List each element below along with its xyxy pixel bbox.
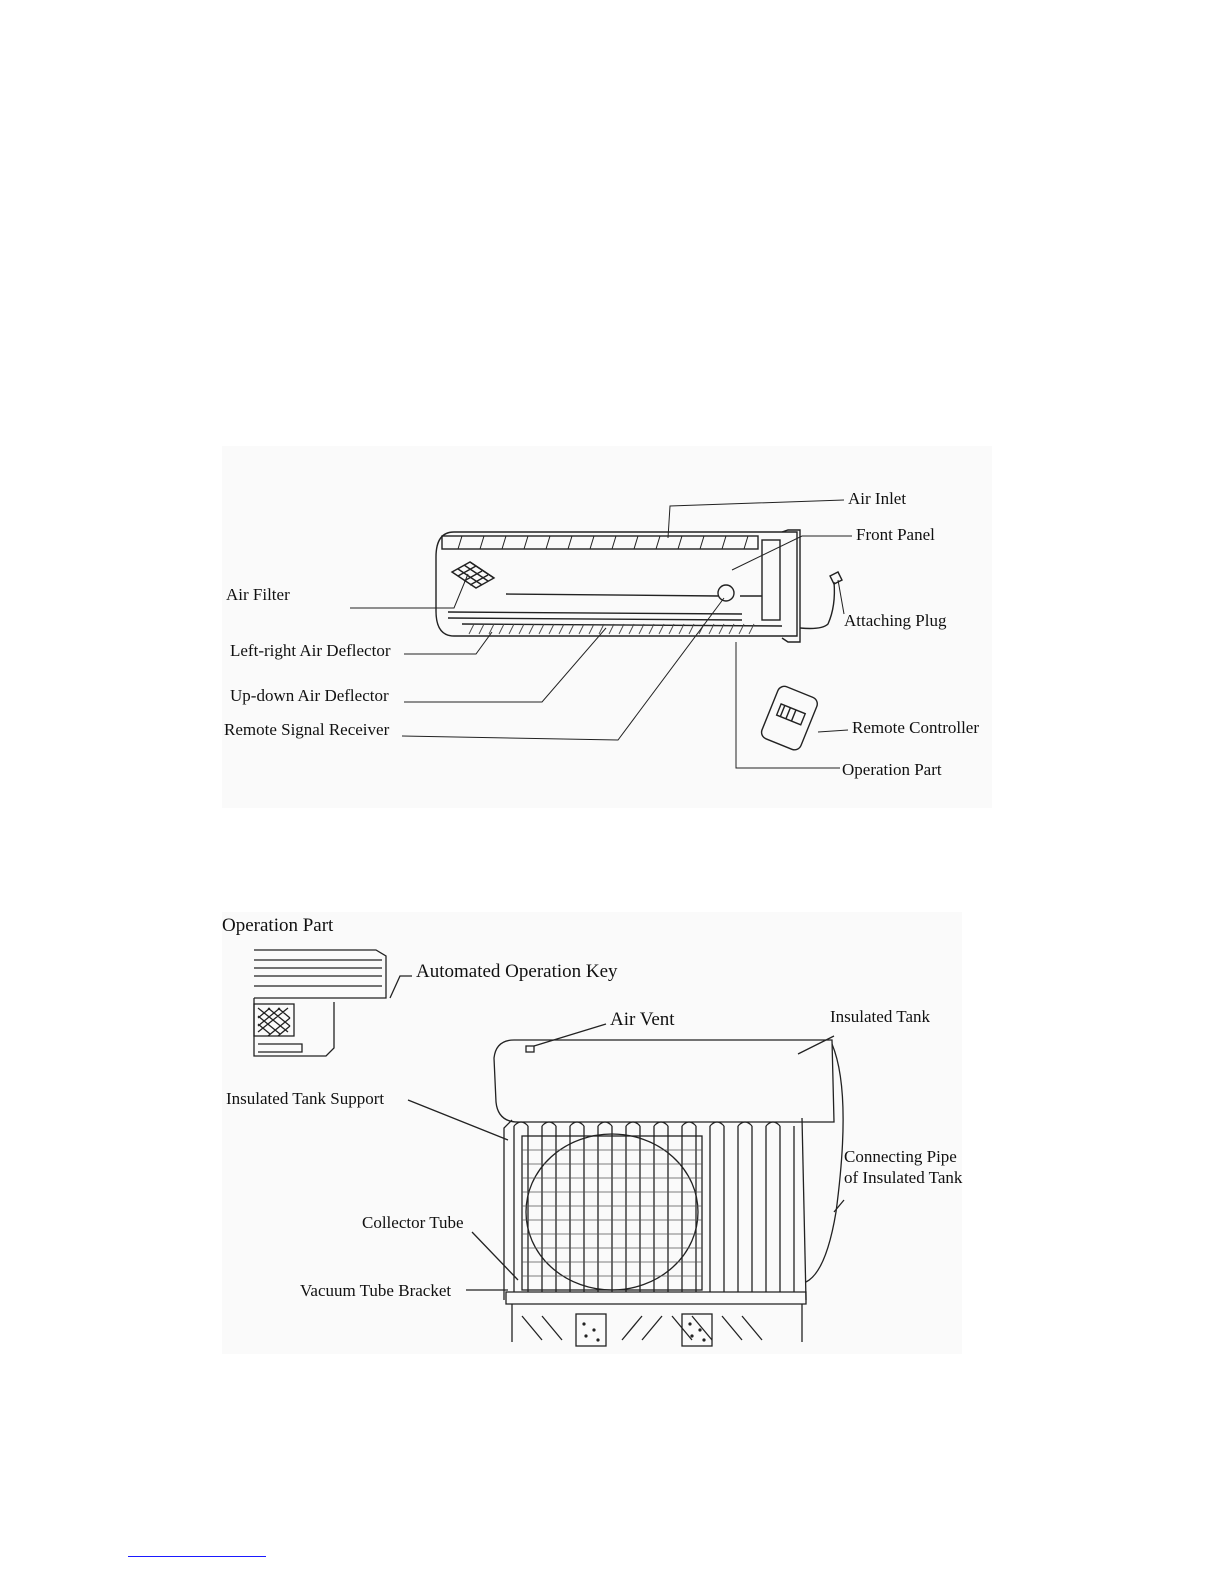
leader-insulated-tank — [797, 1035, 835, 1055]
leader-automated-operation-key — [389, 975, 412, 999]
attaching-plug-shape — [829, 571, 843, 585]
label-connecting-pipe: Connecting Pipe of Insulated Tank — [844, 1147, 963, 1187]
leader-front-panel — [731, 535, 852, 571]
fan-grille — [525, 1133, 699, 1291]
insulated-tank — [493, 1039, 835, 1123]
label-air-inlet: Air Inlet — [848, 489, 907, 508]
ac-unit-body — [435, 531, 798, 637]
label-automated-operation-key: Automated Operation Key — [416, 961, 618, 982]
ac-unit-drawing — [350, 499, 852, 769]
front-panel-edge — [781, 529, 801, 643]
operation-part-inset — [253, 949, 412, 1057]
leader-remote-signal-receiver — [401, 597, 725, 741]
solar-heater-drawing — [253, 949, 845, 1347]
leader-left-right-deflector — [404, 631, 493, 655]
label-insulated-tank-support: Insulated Tank Support — [226, 1089, 385, 1108]
insulated-tank-support-right — [801, 1117, 807, 1301]
label-remote-controller: Remote Controller — [852, 718, 980, 737]
vacuum-tube-bracket — [505, 1291, 807, 1305]
leader-remote-controller — [817, 729, 849, 733]
label-left-right-air-deflector: Left-right Air Deflector — [230, 641, 391, 660]
leader-up-down-deflector — [404, 627, 607, 703]
label-collector-tube: Collector Tube — [362, 1213, 464, 1232]
solar-heater-figure: Operation Part Automated Operation Key A… — [222, 912, 962, 1354]
label-vacuum-tube-bracket: Vacuum Tube Bracket — [300, 1281, 452, 1300]
label-operation-part: Operation Part — [842, 760, 942, 779]
insulated-tank-support-left — [503, 1119, 513, 1300]
leader-insulated-tank-support — [407, 1099, 509, 1141]
leader-operation-part — [735, 642, 840, 769]
ac-unit-figure: Air Inlet Front Panel Air Filter Attachi… — [222, 446, 992, 808]
leader-collector-tube — [471, 1231, 519, 1281]
leader-air-vent — [533, 1023, 607, 1047]
label-air-vent: Air Vent — [610, 1009, 675, 1030]
footer-rule — [128, 1556, 266, 1557]
air-inlet-grille — [441, 535, 759, 550]
label-front-panel: Front Panel — [856, 525, 935, 544]
leader-air-inlet — [667, 499, 845, 539]
deflector-fins — [468, 623, 755, 635]
air-vent-shape — [525, 1045, 535, 1053]
air-filter-mesh — [450, 561, 496, 589]
leader-connecting-pipe — [833, 1199, 845, 1213]
connecting-pipe-shape — [805, 1043, 844, 1283]
label-operation-part-title: Operation Part — [222, 915, 334, 936]
label-up-down-air-deflector: Up-down Air Deflector — [230, 686, 389, 705]
remote-controller-shape — [760, 685, 818, 751]
label-air-filter: Air Filter — [226, 585, 290, 604]
label-attaching-plug: Attaching Plug — [844, 611, 947, 630]
label-remote-signal-receiver: Remote Signal Receiver — [224, 720, 390, 739]
bracket-dots — [582, 1322, 706, 1342]
leader-attaching-plug — [837, 579, 845, 615]
collector-tubes — [513, 1121, 795, 1292]
remote-signal-receiver — [717, 584, 735, 602]
label-insulated-tank: Insulated Tank — [830, 1007, 930, 1026]
leader-air-filter — [350, 573, 469, 609]
